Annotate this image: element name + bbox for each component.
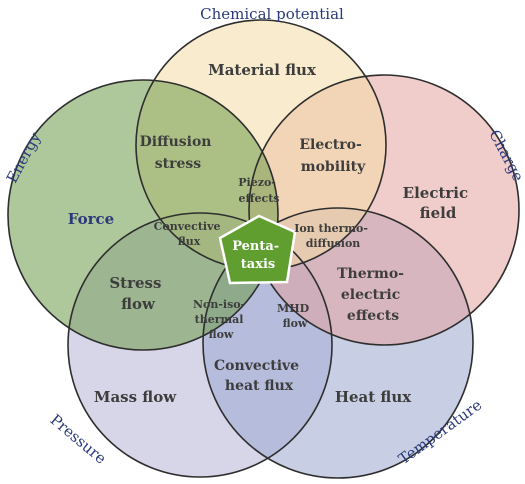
force-outline — [7, 79, 279, 351]
electromobility-line-2: mobility — [301, 159, 366, 175]
electromobility-line-1: Electro- — [299, 137, 362, 153]
ion-thermodiffusion-line-1: Ion thermo- — [294, 222, 368, 235]
non-isothermal-line-3: flow — [209, 328, 234, 341]
thermoelectric-line-1: Thermo- — [337, 266, 404, 282]
pentataxis-line-2: taxis — [241, 257, 275, 272]
overlap-label-convective-flux: Convective flux — [154, 220, 225, 248]
electric-field-outline — [248, 74, 520, 346]
mass-flow-outline — [67, 212, 333, 478]
piezo-effects-line-1: Piezo- — [238, 176, 276, 189]
convective-flux-line-1: Convective — [154, 220, 221, 233]
circle-label-material-flux: Material flux — [208, 61, 317, 79]
convective-flux-line-2: flux — [178, 235, 201, 248]
ion-thermodiffusion-line-2: diffusion — [306, 237, 361, 250]
overlap-label-piezo-effects: Piezo- effects — [238, 176, 279, 205]
non-isothermal-line-1: Non-iso- — [193, 298, 245, 311]
stress-flow-line-2: flow — [121, 295, 156, 313]
convective-heat-flux-line-1: Convective — [214, 358, 299, 374]
center-pentagon — [218, 214, 297, 285]
piezo-effects-line-2: effects — [239, 192, 280, 205]
overlap-label-mhd-flow: MHD flow — [277, 302, 313, 330]
electric-field-line-1: Electric — [403, 184, 468, 202]
heat-flux-outline — [202, 207, 474, 479]
overlap-label-non-isothermal-flow: Non-iso- thermal flow — [193, 298, 249, 341]
thermoelectric-line-2: electric — [341, 287, 400, 303]
circle-label-electric-field: Electric field — [403, 184, 474, 222]
label-chemical-potential: Chemical potential — [200, 5, 344, 23]
diffusion-stress-line-2: stress — [155, 156, 202, 172]
overlap-label-stress-flow: Stress flow — [109, 274, 166, 313]
mhd-flow-line-1: MHD — [277, 302, 310, 315]
center-label-pentataxis: Penta- taxis — [232, 239, 284, 272]
force-circle — [8, 80, 278, 350]
circle-label-force: Force — [68, 210, 114, 228]
diffusion-stress-line-1: Diffusion — [140, 134, 212, 150]
stress-flow-line-1: Stress — [109, 274, 161, 292]
convective-heat-flux-line-2: heat flux — [225, 378, 294, 394]
overlap-label-convective-heat-flux: Convective heat flux — [214, 358, 304, 394]
overlap-label-electromobility: Electro- mobility — [299, 137, 366, 175]
circle-label-heat-flux: Heat flux — [335, 388, 412, 406]
overlap-label-ion-thermodiffusion: Ion thermo- diffusion — [294, 222, 372, 250]
overlap-label-diffusion-stress: Diffusion stress — [140, 134, 217, 172]
non-isothermal-line-2: thermal — [195, 313, 244, 326]
pentataxis-line-1: Penta- — [232, 239, 279, 254]
thermoelectric-line-3: effects — [347, 308, 399, 324]
circle-label-mass-flow: Mass flow — [94, 388, 177, 406]
mhd-flow-line-2: flow — [283, 317, 308, 330]
electric-field-line-2: field — [420, 204, 457, 222]
overlap-label-thermoelectric-effects: Thermo- electric effects — [337, 266, 409, 324]
